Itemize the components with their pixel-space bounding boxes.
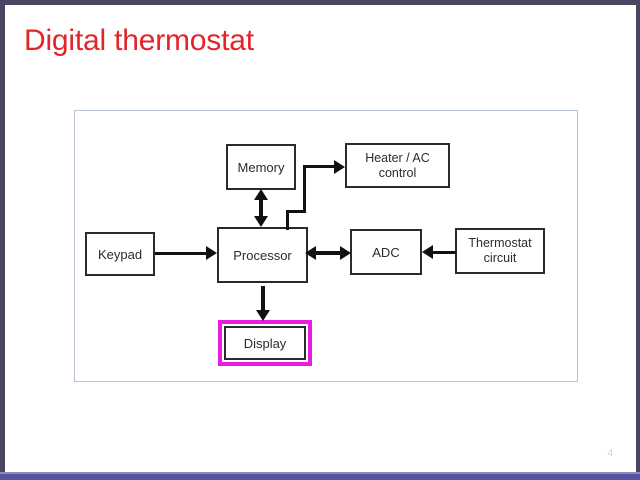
node-thermostat-circuit[interactable]: Thermostat circuit (455, 228, 545, 274)
node-display[interactable]: Display (224, 326, 306, 360)
node-heater-ac-control[interactable]: Heater / AC control (345, 143, 450, 188)
edge-processor-heater-segment-h2 (303, 165, 336, 168)
edge-processor-memory-arrowhead-down (254, 216, 268, 227)
edge-processor-heater-segment-v1 (286, 210, 289, 230)
node-processor-label: Processor (233, 247, 292, 263)
display-highlight-ring (218, 320, 312, 366)
node-thermostat-circuit-label-line2: circuit (483, 251, 517, 265)
page-title: Digital thermostat (24, 24, 254, 57)
edge-keypad-processor-line (155, 252, 207, 255)
edge-keypad-processor-arrowhead (206, 246, 217, 260)
node-adc-label: ADC (372, 244, 400, 260)
page-number: 4 (607, 448, 613, 459)
window-left-bar (0, 0, 5, 480)
edge-processor-memory-arrowhead-up (254, 189, 268, 200)
window-bottom-bar (0, 474, 640, 480)
diagram-frame (74, 110, 578, 382)
edge-processor-display-arrowhead (256, 310, 270, 321)
edge-processor-memory-line (259, 195, 263, 222)
node-heater-ac-control-label-line1: Heater / AC (365, 150, 430, 165)
node-heater-ac-control-label-line2: control (378, 165, 417, 180)
edge-processor-adc-arrowhead-right (340, 246, 351, 260)
edge-thermostat-adc-arrowhead (422, 245, 433, 259)
node-display-label: Display (243, 335, 287, 351)
edge-thermostat-adc-line (432, 251, 456, 254)
window-bottom-accent (0, 472, 640, 474)
edge-processor-heater-arrowhead (334, 160, 345, 174)
edge-processor-adc-line (313, 251, 343, 255)
edge-processor-display-line (261, 286, 265, 314)
edge-processor-heater-segment-h1 (286, 210, 306, 213)
window-top-bar (0, 0, 640, 5)
edge-processor-adc-arrowhead-left (305, 246, 316, 260)
window-right-bar (636, 0, 640, 480)
node-keypad[interactable]: Keypad (85, 232, 155, 276)
node-processor[interactable]: Processor (217, 227, 308, 283)
edge-processor-heater-segment-v2 (303, 165, 306, 213)
node-keypad-label: Keypad (97, 246, 143, 262)
node-thermostat-circuit-label-line1: Thermostat (468, 236, 532, 250)
node-adc[interactable]: ADC (350, 229, 422, 275)
node-memory-label: Memory (237, 159, 285, 175)
node-memory[interactable]: Memory (226, 144, 296, 190)
